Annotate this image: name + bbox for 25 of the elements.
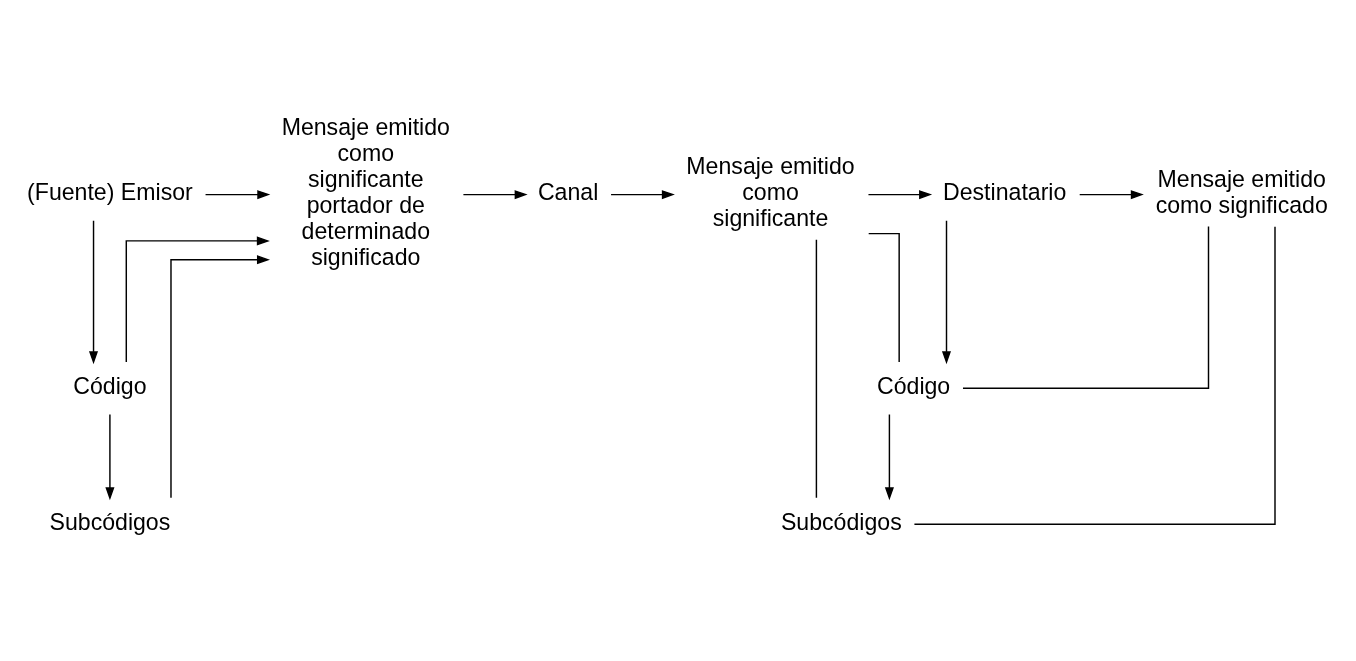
- node-text: Subcódigos: [780, 508, 902, 535]
- connector: [962, 225, 1210, 390]
- arrow: [105, 413, 115, 501]
- node-text: Canal: [537, 179, 599, 206]
- arrow: [884, 413, 894, 501]
- arrow: [125, 236, 270, 363]
- arrow: [462, 190, 528, 200]
- arrow: [170, 255, 270, 499]
- node-text: Mensaje emitido como significante portador de determinado significado: [281, 114, 450, 271]
- arrow: [867, 190, 933, 200]
- arrow: [204, 190, 271, 200]
- node-text: Mensaje emitido como significante: [686, 153, 855, 232]
- arrow: [88, 220, 99, 365]
- connector: [913, 226, 1276, 525]
- node-text: Destinatario: [943, 179, 1067, 206]
- node-text: (Fuente) Emisor: [27, 179, 193, 206]
- node-text: Código: [877, 372, 951, 399]
- node-text: Mensaje emitido como significado: [1155, 166, 1328, 219]
- arrow: [610, 190, 675, 200]
- arrow: [1078, 190, 1144, 200]
- connector: [867, 232, 900, 363]
- node-text: Código: [73, 372, 147, 399]
- node-text: Subcódigos: [49, 508, 171, 535]
- connector: [815, 239, 818, 499]
- arrow: [941, 220, 952, 365]
